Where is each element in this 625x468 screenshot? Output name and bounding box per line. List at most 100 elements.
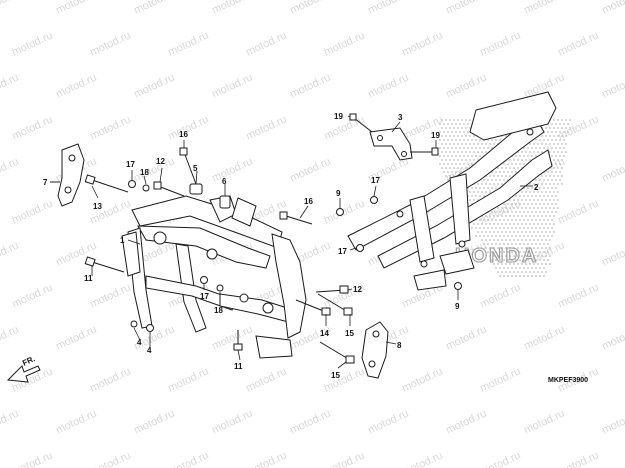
watermark-text: motod.ru [166,365,210,394]
hatch-dot [507,243,509,245]
hatch-dot [525,263,527,265]
part-8-plate[interactable] [361,321,389,379]
bolt-13[interactable] [84,174,129,193]
bolt-12-left[interactable] [153,181,185,197]
bolt-15-upper[interactable] [317,293,353,316]
hatch-dot [537,215,539,217]
hatch-dot [533,143,535,145]
hatch-dot [543,235,545,237]
callout-17: 17 [338,247,347,256]
hatch-dot [499,275,501,277]
hatch-dot [443,147,445,149]
bolt-12-right[interactable] [315,285,349,294]
hatch-dot [563,123,565,125]
hatch-dot [569,119,571,121]
hatch-dot [505,135,507,137]
bolt-15-lower[interactable] [319,341,355,364]
hatch-dot [447,123,449,125]
hatch-dot [495,243,497,245]
watermark-text: motod.ru [400,29,444,58]
hatch-dot [519,211,521,213]
nut-4-b[interactable] [146,324,154,332]
washer-18-a[interactable] [142,184,150,192]
hatch-dot [471,147,473,149]
hatch-dot [483,227,485,229]
part-5-collar[interactable] [189,183,203,195]
watermark-text: motod.ru [0,71,21,100]
hatch-dot [563,147,565,149]
hatch-dot [447,139,449,141]
hatch-dot [515,275,517,277]
callout-5: 5 [193,164,198,173]
washer-18-b[interactable] [216,284,224,292]
hatch-dot [547,259,549,261]
hatch-dot [469,119,471,121]
hatch-dot [555,187,557,189]
part-1-main-frame[interactable] [121,195,307,359]
hatch-dot [499,235,501,237]
hatch-dot [497,247,499,249]
nut-17-a[interactable] [128,180,136,188]
nut-9-a[interactable] [336,208,344,216]
hatch-dot [455,163,457,165]
nut-4-a[interactable] [130,320,138,328]
nut-17-b[interactable] [200,276,208,284]
hatch-dot [485,223,487,225]
hatch-dot [559,123,561,125]
hatch-dot [515,211,517,213]
bolt-19-right[interactable] [410,147,439,156]
part-3-bracket[interactable] [369,127,413,161]
hatch-dot [537,207,539,209]
hatch-dot [477,143,479,145]
hatch-dot [447,131,449,133]
hatch-dot [545,199,547,201]
hatch-dot [521,239,523,241]
bolt-16-mid[interactable] [279,211,313,225]
hatch-dot [533,191,535,193]
hatch-dot [457,135,459,137]
hatch-dot [521,215,523,217]
hatch-dot [529,215,531,217]
hatch-dot [531,251,533,253]
bolt-11-front[interactable] [84,256,125,273]
hatch-dot [461,143,463,145]
hatch-dot [547,235,549,237]
hatch-dot [467,123,469,125]
hatch-dot [517,239,519,241]
hatch-dot [487,179,489,181]
part-6-collar[interactable] [219,195,231,209]
hatch-dot [561,167,563,169]
watermark-text: motod.ru [166,449,210,468]
watermark-text: motod.ru [366,71,410,100]
hatch-dot [451,139,453,141]
hatch-dot [531,227,533,229]
hatch-dot [527,155,529,157]
hatch-dot [553,159,555,161]
nut-17-d[interactable] [356,244,364,252]
hatch-dot [515,235,517,237]
nut-9-b[interactable] [454,282,462,290]
hatch-dot [545,239,547,241]
hatch-dot [505,271,507,273]
hatch-dot [533,207,535,209]
hatch-dot [527,227,529,229]
hatch-dot [509,239,511,241]
bolt-16-upper[interactable] [179,147,197,185]
hatch-dot [531,187,533,189]
hatch-dot [509,159,511,161]
part-2-rear-subframe[interactable] [347,91,557,291]
hatch-dot [459,163,461,165]
hatch-dot [547,211,549,213]
hatch-dot [485,151,487,153]
hatch-dot [491,251,493,253]
hatch-dot [517,207,519,209]
hatch-dot [507,235,509,237]
hatch-dot [465,127,467,129]
hatch-dot [509,255,511,257]
hatch-dot [481,239,483,241]
hatch-dot [549,175,551,177]
hatch-dot [495,139,497,141]
nut-17-c[interactable] [370,196,378,204]
hatch-dot [541,247,543,249]
